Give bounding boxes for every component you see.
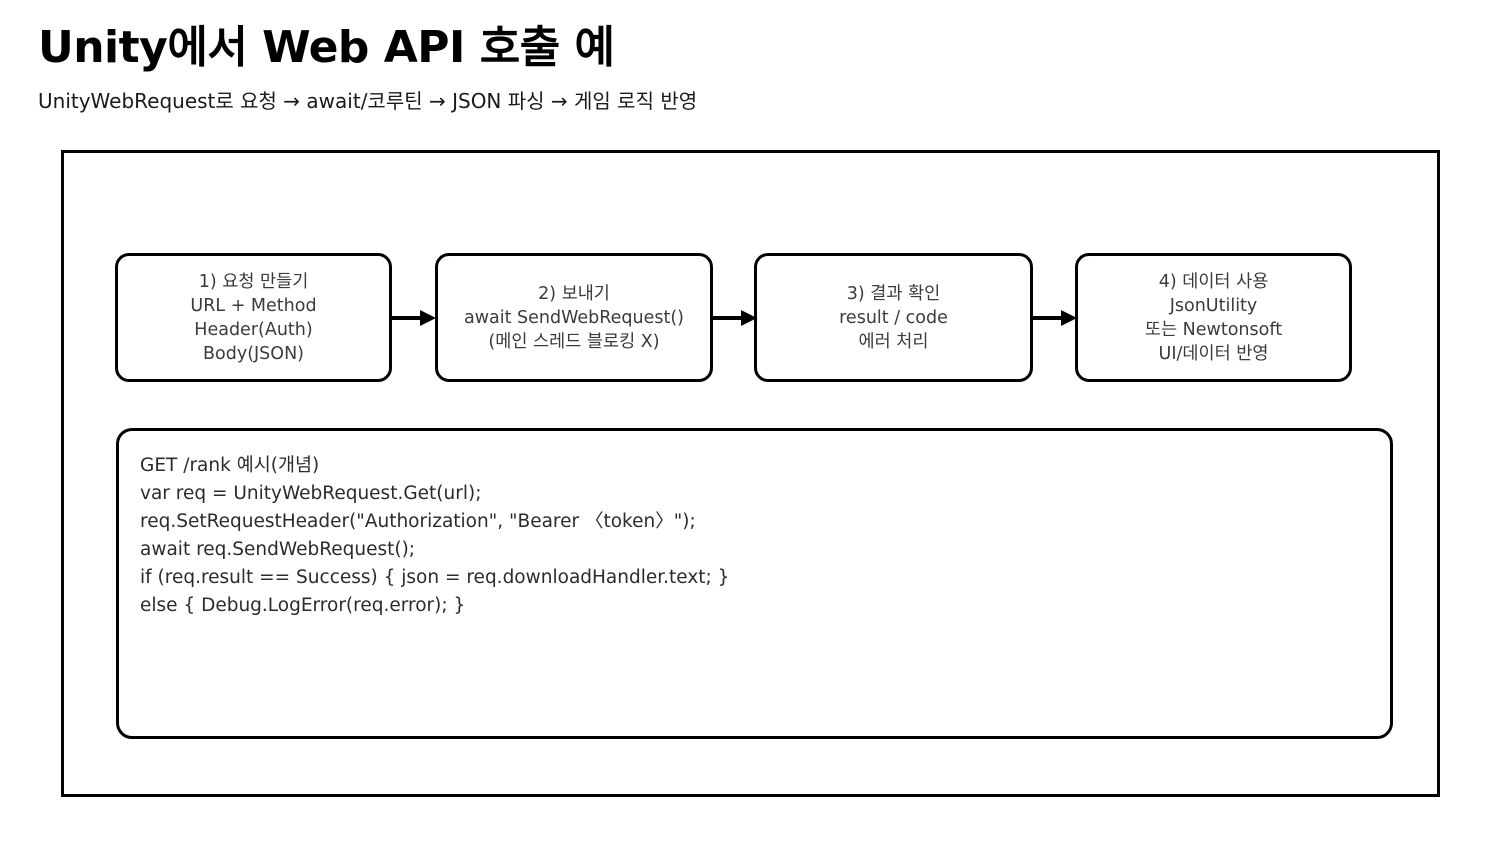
flow-step-2[interactable]: 2) 보내기 await SendWebRequest() (메인 스레드 블로… [435, 253, 713, 382]
page-title: Unity에서 Web API 호출 예 [38, 22, 615, 73]
arrow-head [1061, 310, 1077, 326]
flow-step-3[interactable]: 3) 결과 확인 result / code 에러 처리 [754, 253, 1033, 382]
arrow-shaft [392, 316, 423, 320]
code-line-4: await req.SendWebRequest(); [140, 539, 416, 560]
flow-step-1-line-4: Body(JSON) [203, 343, 304, 364]
flow-step-1[interactable]: 1) 요청 만들기 URL + Method Header(Auth) Body… [115, 253, 392, 382]
arrow-shaft [1033, 316, 1064, 320]
flow-step-4-line-2: JsonUtility [1169, 295, 1258, 316]
code-sample-box: GET /rank 예시(개념) var req = UnityWebReque… [116, 428, 1393, 739]
arrow-right-icon-2 [713, 310, 757, 326]
arrow-shaft [713, 316, 744, 320]
flow-step-3-line-1: 3) 결과 확인 [846, 283, 941, 304]
code-line-1: GET /rank 예시(개념) [140, 455, 320, 476]
flow-step-4-line-1: 4) 데이터 사용 [1158, 271, 1269, 292]
flow-step-3-line-2: result / code [839, 307, 948, 328]
code-line-5: if (req.result == Success) { json = req.… [140, 567, 730, 588]
code-line-6: else { Debug.LogError(req.error); } [140, 595, 466, 616]
flow-step-4[interactable]: 4) 데이터 사용 JsonUtility 또는 Newtonsoft UI/데… [1075, 253, 1352, 382]
flow-step-2-line-3: (메인 스레드 블로킹 X) [488, 331, 660, 352]
arrow-head [420, 310, 436, 326]
code-line-3: req.SetRequestHeader("Authorization", "B… [140, 511, 696, 532]
diagram-frame: 1) 요청 만들기 URL + Method Header(Auth) Body… [61, 150, 1440, 797]
arrow-head [741, 310, 757, 326]
flow-step-2-line-2: await SendWebRequest() [463, 307, 684, 328]
page-subtitle: UnityWebRequest로 요청 → await/코루틴 → JSON 파… [38, 89, 698, 113]
flow-step-1-line-1: 1) 요청 만들기 [198, 271, 309, 292]
flow-step-4-line-4: UI/데이터 반영 [1158, 343, 1269, 364]
flow-step-4-line-3: 또는 Newtonsoft [1144, 319, 1283, 340]
arrow-right-icon-1 [392, 310, 436, 326]
flow-step-1-line-2: URL + Method [190, 295, 317, 316]
flow-step-2-line-1: 2) 보내기 [538, 283, 610, 304]
arrow-right-icon-3 [1033, 310, 1077, 326]
flow-step-1-line-3: Header(Auth) [194, 319, 313, 340]
code-sample-text: GET /rank 예시(개념) var req = UnityWebReque… [140, 452, 729, 620]
flow-step-3-line-3: 에러 처리 [858, 331, 929, 352]
flow-row: 1) 요청 만들기 URL + Method Header(Auth) Body… [115, 253, 1392, 382]
code-line-2: var req = UnityWebRequest.Get(url); [140, 483, 482, 504]
